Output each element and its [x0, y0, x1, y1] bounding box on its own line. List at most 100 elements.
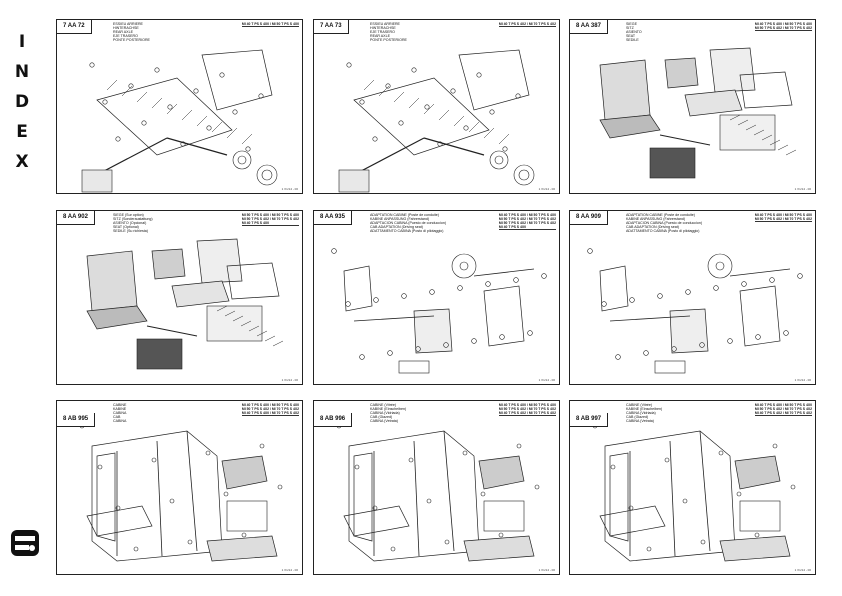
model-list: MI 40 T PS S 4X2 / MI 70 T PS S 4X2	[498, 22, 556, 27]
model-line: MI 50 T PS S 4X2 / MI 70 T PS S 4X2	[241, 217, 299, 221]
exploded-diagram	[79, 423, 283, 562]
section-title-line: KABINE (Einscheiben)	[626, 407, 663, 411]
section-title-line: PONTE POSTERIORE	[370, 38, 407, 42]
section-titles: CABINE (Vitrée)KABINE (Einscheiben)CABIN…	[370, 403, 406, 423]
section-code: 8 AA 902	[57, 211, 95, 225]
section-title-line: PONTE POSTERIORE	[113, 38, 150, 42]
section-code: 8 AB 995	[57, 413, 96, 427]
section-title-line: ADAPTACION CABINA (Puesto de conduccion)	[626, 221, 703, 225]
section-title-line: ASIENTO (Opcional)	[113, 221, 147, 225]
exploded-diagram	[86, 238, 284, 370]
section-title-line: ESSIEU ARRIERE	[113, 22, 143, 26]
panel-footer: 1 X1/14 - 00	[281, 378, 298, 382]
section-title-line: EJE TRASERO	[370, 30, 395, 34]
panel-footer: 1 X1/14 - 00	[281, 187, 298, 191]
section-title-line: CAB (Glazed)	[626, 415, 649, 419]
section-title-line: CABINA (Vetrata)	[626, 419, 654, 423]
panel-footer: 1 X1/14 - 00	[538, 568, 555, 572]
model-line: MI 40 T PS S 4X0 / MI 50 T PS S 4X0	[754, 213, 812, 217]
section-title-line: KABINE (Einscheiben)	[370, 407, 407, 411]
section-title-line: SIEGE (Sur option)	[113, 213, 144, 217]
index-panel-8-ab-997[interactable]: 8 AB 997 CABINE (Vitrée)KABINE (Einscheib…	[569, 400, 816, 575]
section-title-line: SEDILE	[626, 38, 639, 42]
section-titles: CABINE (Vitrée)KABINE (Einscheiben)CABIN…	[626, 403, 662, 423]
section-title-line: HINTERACHSE	[113, 26, 139, 30]
section-title-line: KABINE ANPASSUNG (Fahrerstand)	[370, 217, 430, 221]
section-title-line: CABINA (Vetrata)	[370, 419, 398, 423]
model-line: MI 50 T PS S 4X2 / MI 70 T PS S 4X2	[754, 26, 812, 30]
index-panel-8-ab-996[interactable]: 8 AB 996 CABINE (Vitrée)KABINE (Einscheib…	[313, 400, 560, 575]
section-title-line: HINTERACHSE	[370, 26, 396, 30]
section-title-line: ADATTAMENTO CABINA (Posto di pilotaggio)	[626, 229, 700, 233]
section-title-line: CAB (Glazed)	[370, 415, 393, 419]
section-title-line: CABINA	[113, 411, 127, 415]
section-title-line: CABINE	[113, 403, 127, 407]
section-title-line: EJE TRASERO	[113, 34, 138, 38]
index-panel-8-aa-902[interactable]: 8 AA 902 SIEGE (Sur option)SITZ (Sonderau…	[56, 210, 303, 385]
model-list: MI 40 T PS S 4X0 / MI 50 T PS S 4X0	[241, 22, 299, 27]
model-line: MI 40 T PS S 4X0 / MI 50 T PS S 4X0	[498, 213, 556, 217]
model-line: MI 40 T PS S 4X0 / MI 50 T PS S 4X0	[754, 22, 812, 26]
section-title-line: CAB ADAPTATION (Driving seat)	[370, 225, 423, 229]
exploded-diagram	[587, 248, 803, 374]
model-line: MI 50 T PS S 4X2 / MI 70 T PS S 4X2	[754, 217, 812, 221]
model-line: MI 40 T PS S 4X0 / MI 50 T PS S 4X0	[498, 403, 556, 407]
model-line: MI 40 T PS S 4X0 / MI 50 T PS S 4X0	[241, 22, 299, 26]
section-titles: ADAPTATION CABINE (Poste de conduite)KAB…	[370, 213, 446, 233]
model-line: MI 40 T PS S 4X0 / MI 50 T PS S 4X0	[241, 403, 299, 407]
panel-footer: 1 X1/14 - 00	[794, 568, 811, 572]
index-letter: I	[18, 32, 26, 52]
model-line: MI 50 T PS S 4X2 / MI 70 T PS S 4X2	[241, 407, 299, 411]
index-letter: N	[14, 62, 30, 82]
section-titles: ADAPTATION CABINE (Poste de conduite)KAB…	[626, 213, 702, 233]
index-panel-8-aa-909[interactable]: 8 AA 909 ADAPTATION CABINE (Poste de cond…	[569, 210, 816, 385]
exploded-diagram	[331, 248, 547, 374]
model-line: MI 40 T PS S 4X2 / MI 70 T PS S 4X2	[498, 22, 556, 26]
section-code: 8 AB 997	[570, 413, 609, 427]
section-code: 8 AA 387	[570, 20, 608, 34]
section-code: 8 AB 996	[314, 413, 353, 427]
exploded-diagram	[336, 423, 540, 562]
panel-footer: 1 X1/14 - 00	[538, 187, 555, 191]
model-line: MI 40 T PS S 4X0	[498, 225, 527, 229]
model-line: MI 40 T PS S 4X0 / MI 50 T PS S 4X0	[754, 403, 812, 407]
section-code: 8 AA 909	[570, 211, 608, 225]
index-letter: E	[16, 122, 28, 142]
section-title-line: ADAPTATION CABINE (Poste de conduite)	[370, 213, 439, 217]
exploded-diagram	[81, 49, 278, 193]
section-title-line: SEDILE (Su richiesta)	[113, 229, 148, 233]
section-title-line: REAR AXLE	[370, 34, 390, 38]
section-title-line: SEAT (Optional)	[113, 225, 139, 229]
section-title-line: CABINA	[113, 419, 127, 423]
section-title-line: KABINE	[113, 407, 127, 411]
section-title-line: SITZ (Sonderaustattung)	[113, 217, 153, 221]
section-title-line: CAB ADAPTATION (Driving seat)	[626, 225, 679, 229]
section-title-line: CAB	[113, 415, 121, 419]
brand-logo-icon	[11, 530, 39, 556]
panel-footer: 1 X1/14 - 00	[794, 187, 811, 191]
exploded-diagram	[599, 47, 797, 179]
model-line: MI 40 T PS S 4X0	[241, 221, 270, 225]
section-title-line: ADATTAMENTO CABINA (Posto di pilotaggio)	[370, 229, 444, 233]
section-title-line: SEAT	[626, 34, 636, 38]
model-line: MI 50 T PS S 4X0 / MI 50 T PS S 4X0	[241, 213, 299, 217]
section-code: 7 AA 73	[314, 20, 349, 34]
section-title-line: CABINA (Vidriada)	[626, 411, 656, 415]
panel-footer: 1 X1/14 - 00	[538, 378, 555, 382]
section-title-line: SITZ	[626, 26, 634, 30]
index-letter: D	[14, 92, 30, 112]
